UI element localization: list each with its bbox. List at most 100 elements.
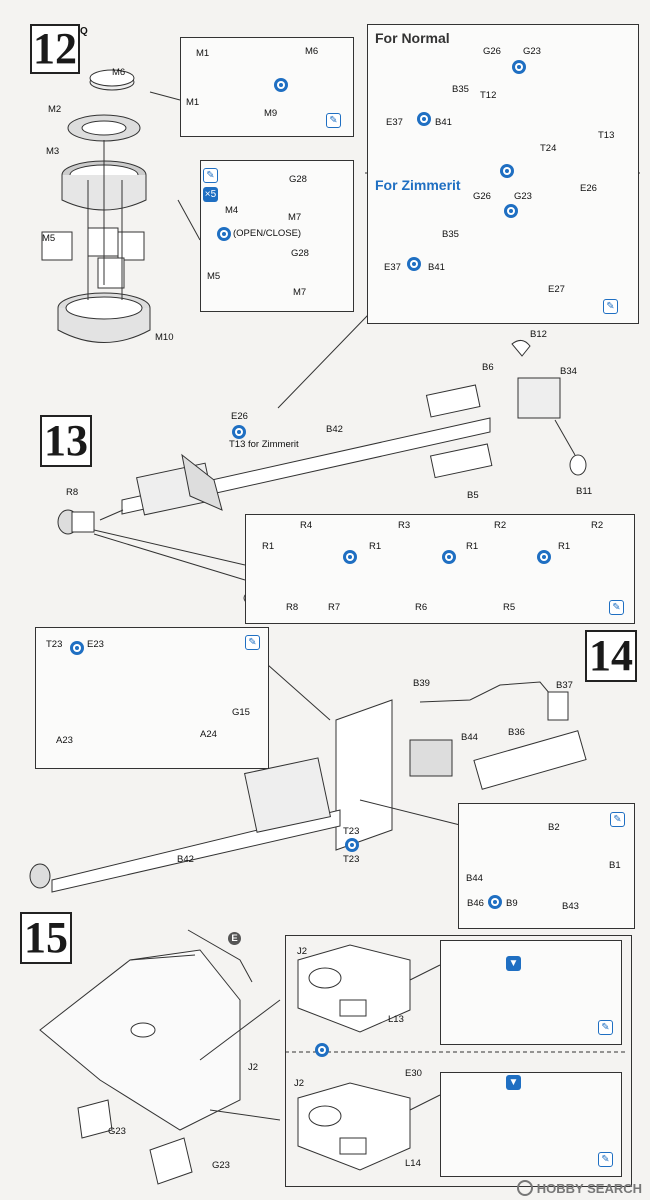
symmetry-icon xyxy=(417,112,431,126)
part-label: E23 xyxy=(87,639,104,650)
part-label: B44 xyxy=(461,732,478,743)
turret-zimmerit-inset xyxy=(440,1072,622,1177)
part-label: B5 xyxy=(467,490,479,501)
part-label: M5 xyxy=(207,271,221,282)
part-label: B34 xyxy=(560,366,577,377)
part-label: E26 xyxy=(231,411,248,422)
part-label: R2 xyxy=(494,520,507,531)
part-label: T13 xyxy=(598,130,615,141)
part-label: E37 xyxy=(384,262,401,273)
part-label: R6 xyxy=(415,602,428,613)
step12-mark: Q xyxy=(80,26,88,37)
drill-icon: ▼ xyxy=(506,1075,521,1090)
part-label: B2 xyxy=(548,822,560,833)
part-label: B42 xyxy=(177,854,194,865)
part-label: R1 xyxy=(262,541,275,552)
watermark-text: HOBBY SEARCH xyxy=(536,1180,642,1196)
part-label: T12 xyxy=(480,90,497,101)
drill-icon: ▼ xyxy=(506,956,521,971)
part-label: L14 xyxy=(405,1158,421,1169)
cement-icon: ✎ xyxy=(610,812,625,827)
part-label: G28 xyxy=(289,174,307,185)
cement-icon: ✎ xyxy=(603,299,618,314)
part-label: B37 xyxy=(556,680,573,691)
watermark: HOBBY SEARCH xyxy=(516,1180,642,1196)
variant-normal-heading: For Normal xyxy=(375,30,450,46)
part-label: M4 xyxy=(225,205,239,216)
sight-detail-panel xyxy=(458,803,635,929)
turret-normal-inset xyxy=(440,940,622,1045)
part-label: B39 xyxy=(413,678,430,689)
part-label: B44 xyxy=(466,873,483,884)
part-label: B12 xyxy=(530,329,547,340)
part-label: T24 xyxy=(540,143,557,154)
turret-variant-box xyxy=(285,935,632,1187)
turret-ring-assembly xyxy=(41,69,151,343)
symmetry-icon xyxy=(315,1043,329,1057)
part-label: T23 xyxy=(343,854,360,865)
part-label: M3 xyxy=(46,146,60,157)
part-label: G23 xyxy=(523,46,541,57)
symmetry-icon xyxy=(274,78,288,92)
symmetry-icon xyxy=(217,227,231,241)
part-label: G26 xyxy=(483,46,501,57)
part-label: G23 xyxy=(108,1126,126,1137)
part-label: J2 xyxy=(297,946,308,957)
symmetry-icon xyxy=(343,550,357,564)
cement-icon: ✎ xyxy=(326,113,341,128)
t13-zimmerit-note: T13 for Zimmerit xyxy=(229,439,299,450)
part-label: M10 xyxy=(155,332,174,343)
part-label: E27 xyxy=(548,284,565,295)
part-label: M7 xyxy=(293,287,307,298)
cement-icon: ✎ xyxy=(203,168,218,183)
part-label: A24 xyxy=(200,729,217,740)
e-mark: E xyxy=(228,932,241,945)
part-label: E37 xyxy=(386,117,403,128)
part-label: M1 xyxy=(186,97,200,108)
cement-icon: ✎ xyxy=(598,1152,613,1167)
part-label: B41 xyxy=(428,262,445,273)
part-label: G23 xyxy=(212,1160,230,1171)
symmetry-icon xyxy=(232,425,246,439)
cement-icon: ✎ xyxy=(609,600,624,615)
part-label: R8 xyxy=(286,602,299,613)
part-label: T23 xyxy=(343,826,360,837)
part-label: R1 xyxy=(466,541,479,552)
part-label: M5 xyxy=(42,233,56,244)
part-label: R4 xyxy=(300,520,313,531)
part-label: M1 xyxy=(196,48,210,59)
variant-zimmerit-heading: For Zimmerit xyxy=(375,177,461,193)
part-label: G26 xyxy=(473,191,491,202)
part-label: B43 xyxy=(562,901,579,912)
part-label: T23 xyxy=(46,639,63,650)
part-label: G23 xyxy=(514,191,532,202)
part-label: R1 xyxy=(558,541,571,552)
part-label: B35 xyxy=(442,229,459,240)
part-label: J2 xyxy=(294,1078,305,1089)
part-label: G15 xyxy=(232,707,250,718)
part-label: M6 xyxy=(112,67,126,78)
part-label: R2 xyxy=(591,520,604,531)
symmetry-icon xyxy=(407,257,421,271)
part-label: E26 xyxy=(580,183,597,194)
cement-icon: ✎ xyxy=(598,1020,613,1035)
symmetry-icon xyxy=(488,895,502,909)
step-number-15: 15 xyxy=(20,912,72,964)
part-label: B35 xyxy=(452,84,469,95)
gun-barrel-assembly xyxy=(57,340,587,535)
part-label: A23 xyxy=(56,735,73,746)
part-label: R1 xyxy=(369,541,382,552)
part-label: G28 xyxy=(291,248,309,259)
symmetry-icon xyxy=(537,550,551,564)
open-close-note: (OPEN/CLOSE) xyxy=(233,228,302,239)
mirror-parts-icon: ×5 xyxy=(203,187,218,202)
watermark-logo-icon xyxy=(516,1180,533,1196)
part-label: B11 xyxy=(576,486,593,497)
symmetry-icon xyxy=(500,164,514,178)
part-label: L13 xyxy=(388,1014,404,1025)
step-number-12: 12 xyxy=(30,24,80,74)
part-label: E30 xyxy=(405,1068,422,1079)
part-label: M6 xyxy=(305,46,319,57)
symmetry-icon xyxy=(70,641,84,655)
cement-icon: ✎ xyxy=(245,635,260,650)
